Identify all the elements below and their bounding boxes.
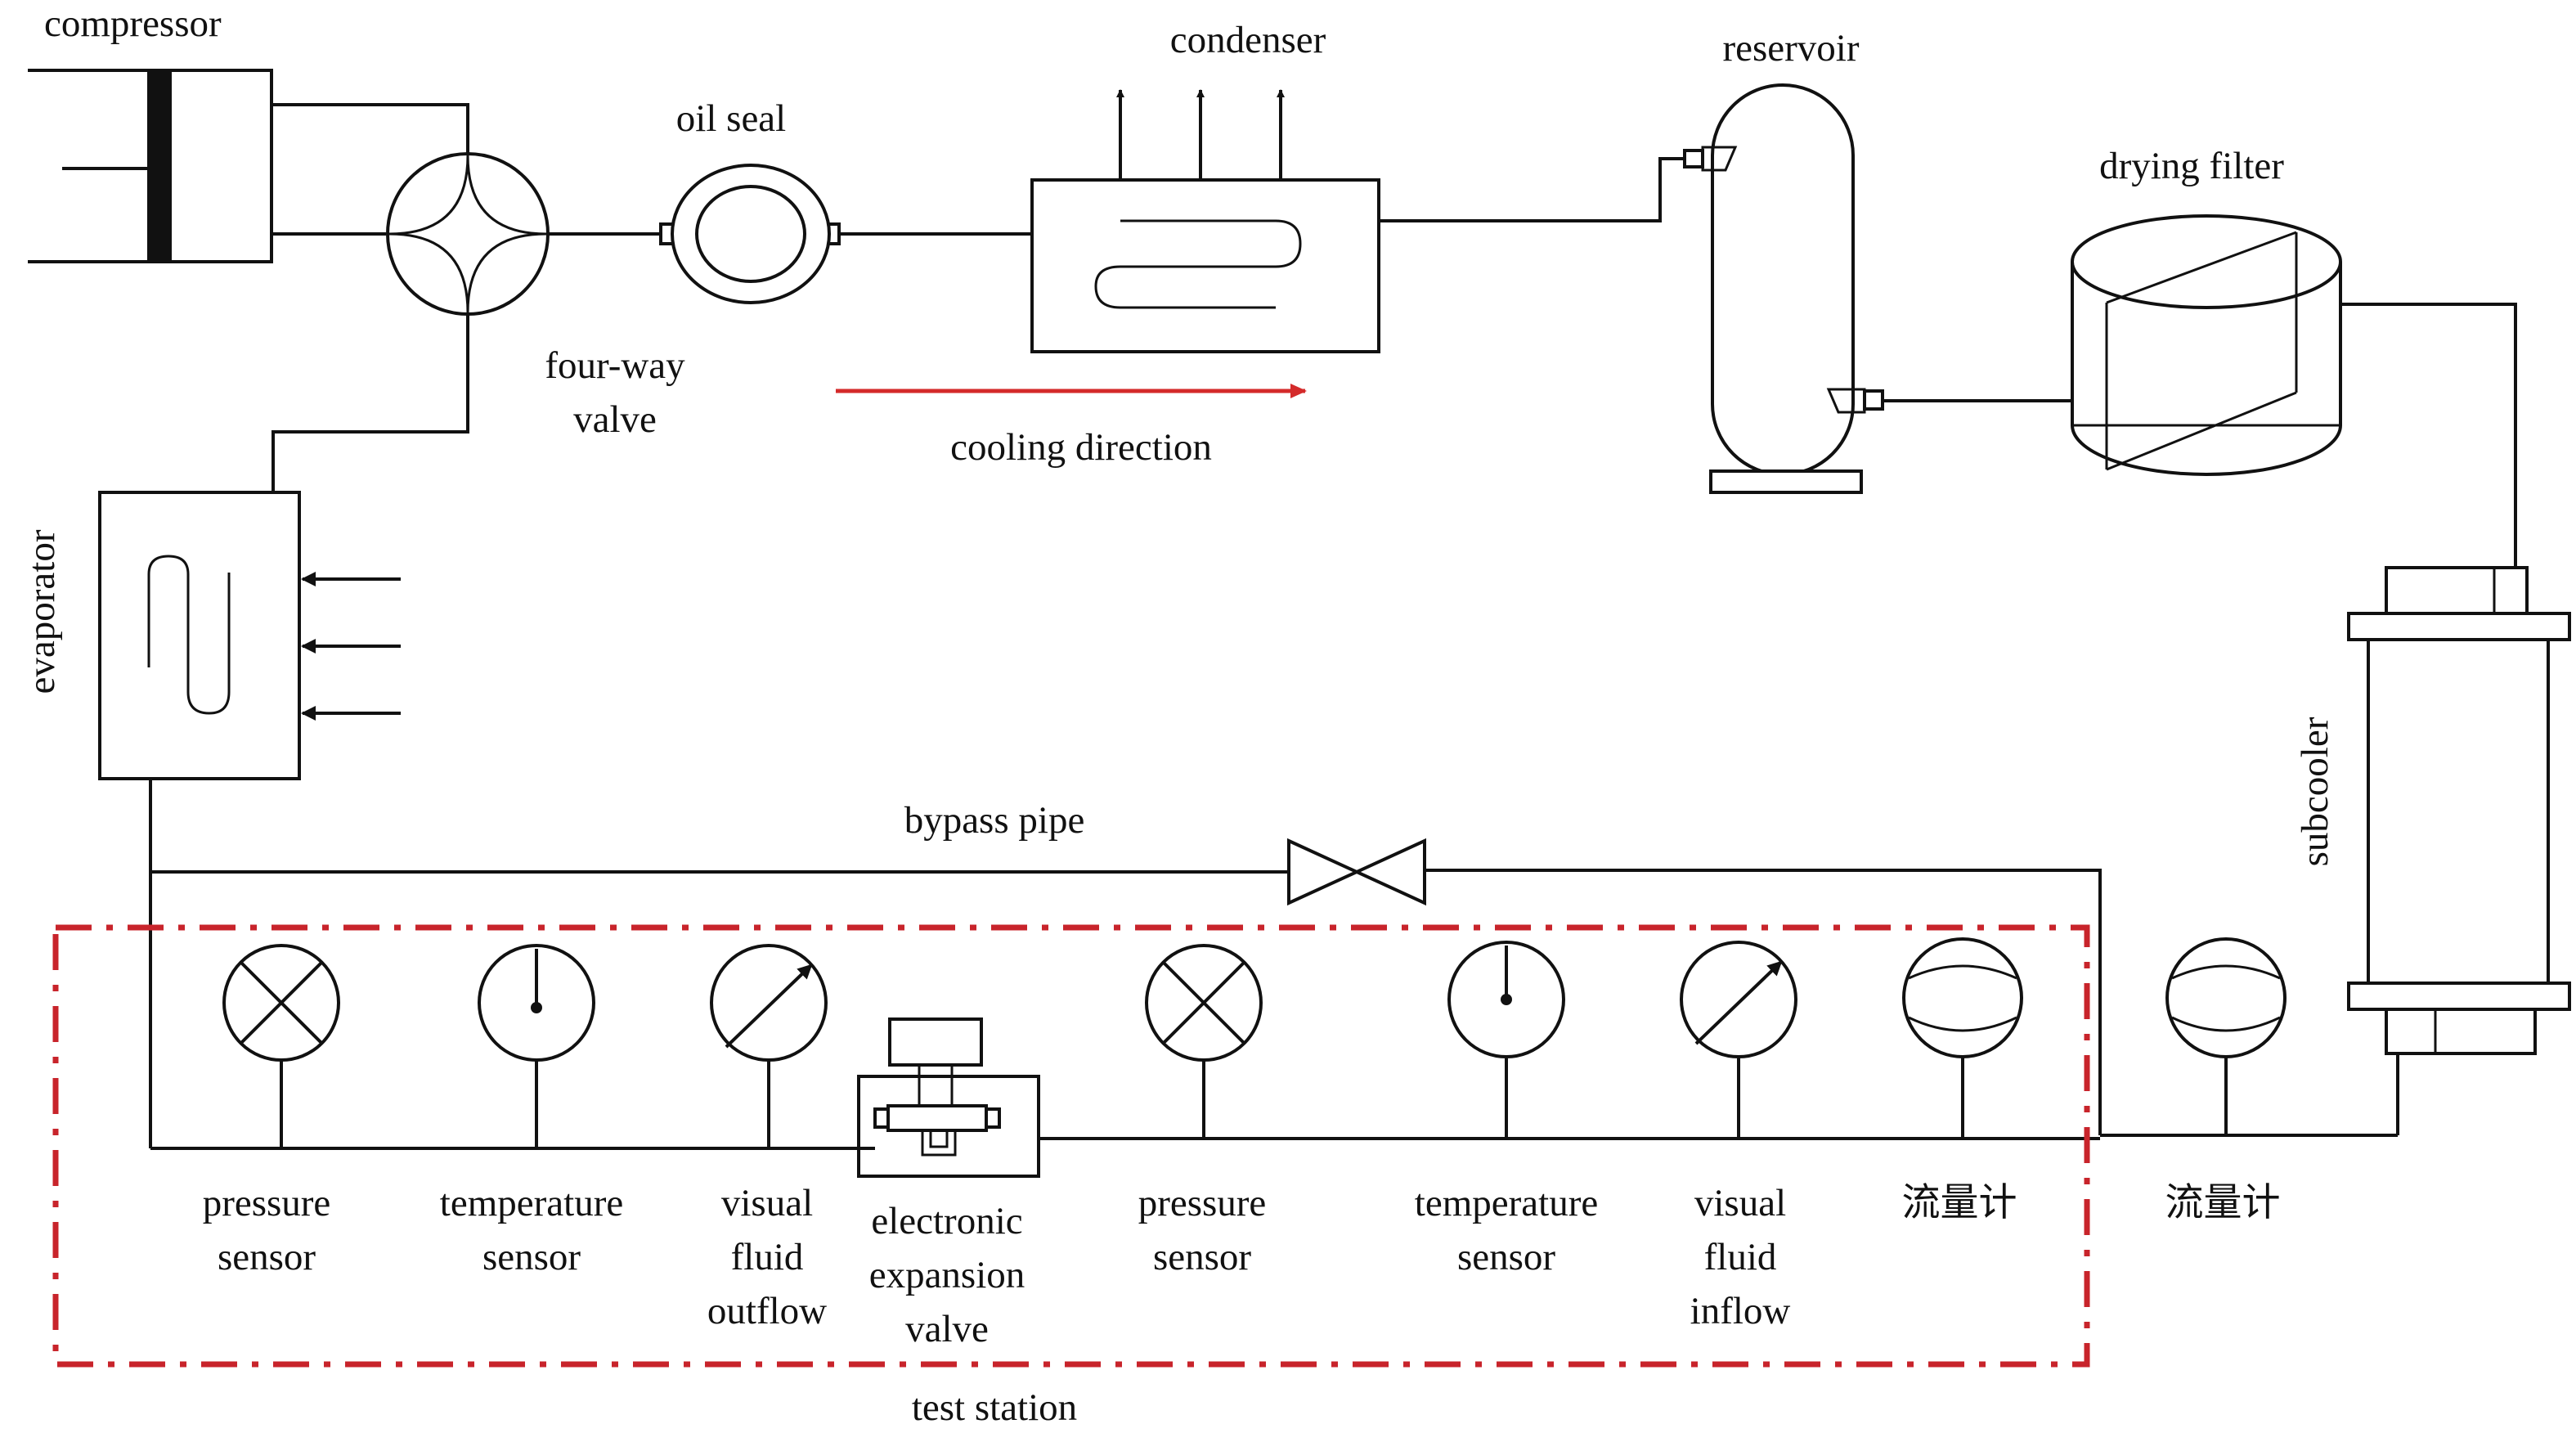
visual-fluid-inflow-label-1: visual <box>1694 1182 1786 1224</box>
pressure-sensor-1-label-1: pressure <box>203 1182 331 1224</box>
condenser: condenser <box>1030 19 1380 353</box>
flowmeter-1-label: 流量计 <box>1902 1182 2017 1224</box>
pressure-sensor-2: pressure sensor <box>1138 944 1267 1278</box>
four-way-valve: four-way valve <box>386 152 685 441</box>
visual-fluid-inflow: visual fluid inflow <box>1680 941 1797 1332</box>
visual-fluid-inflow-label-2: fluid <box>1704 1236 1777 1278</box>
temperature-sensor-2-label-1: temperature <box>1415 1182 1598 1224</box>
compressor-label: compressor <box>44 2 222 45</box>
reservoir-label: reservoir <box>1722 27 1859 70</box>
temperature-sensor-2-label-2: sensor <box>1457 1236 1555 1278</box>
electronic-expansion-valve-label-1: electronic <box>871 1200 1022 1242</box>
compressor-piston <box>147 70 172 262</box>
electronic-expansion-valve: electronic expansion valve <box>857 1017 1040 1350</box>
cooling-direction-label: cooling direction <box>950 426 1212 469</box>
pressure-sensor-2-label-2: sensor <box>1153 1236 1251 1278</box>
reservoir: reservoir <box>1683 27 1884 494</box>
visual-fluid-outflow: visual fluid outflow <box>707 944 828 1332</box>
subcooler-label: subcooler <box>2294 716 2336 866</box>
oil-seal-label: oil seal <box>676 97 786 140</box>
pressure-sensor-1-label-2: sensor <box>218 1236 316 1278</box>
four-way-valve-label-2: valve <box>573 398 657 441</box>
temperature-sensor-1-label-2: sensor <box>482 1236 581 1278</box>
electronic-expansion-valve-label-2: expansion <box>869 1254 1025 1296</box>
flowmeter-2-label: 流量计 <box>2165 1182 2281 1224</box>
test-station-label: test station <box>912 1386 1077 1429</box>
electronic-expansion-valve-label-3: valve <box>905 1308 989 1350</box>
flowmeter-1: 流量计 <box>1902 937 2023 1224</box>
condenser-label: condenser <box>1170 19 1326 61</box>
evaporator: evaporator <box>20 491 401 780</box>
temperature-sensor-2: temperature sensor <box>1415 941 1598 1278</box>
oil-seal: oil seal <box>659 97 841 304</box>
subcooler: subcooler <box>2294 566 2571 1055</box>
bypass-valve: bypass pipe <box>904 799 1426 906</box>
visual-fluid-outflow-label-3: outflow <box>707 1290 827 1332</box>
visual-fluid-outflow-label-1: visual <box>721 1182 813 1224</box>
drying-filter-label: drying filter <box>2099 145 2284 187</box>
bypass-pipe-label: bypass pipe <box>904 799 1085 842</box>
temperature-sensor-1-label-1: temperature <box>440 1182 623 1224</box>
pressure-sensor-2-label-1: pressure <box>1138 1182 1267 1224</box>
temperature-sensor-1: temperature sensor <box>440 944 623 1278</box>
flowmeter-2: 流量计 <box>2165 937 2287 1224</box>
drying-filter: drying filter <box>2071 145 2342 476</box>
visual-fluid-outflow-label-2: fluid <box>731 1236 804 1278</box>
compressor: compressor <box>28 2 273 263</box>
evaporator-label: evaporator <box>20 529 63 694</box>
test-station-border <box>52 924 2090 1368</box>
four-way-valve-label-1: four-way <box>545 344 685 387</box>
visual-fluid-inflow-label-3: inflow <box>1690 1290 1791 1332</box>
pressure-sensor-1: pressure sensor <box>203 944 340 1278</box>
cooling-direction: cooling direction <box>836 384 1307 469</box>
